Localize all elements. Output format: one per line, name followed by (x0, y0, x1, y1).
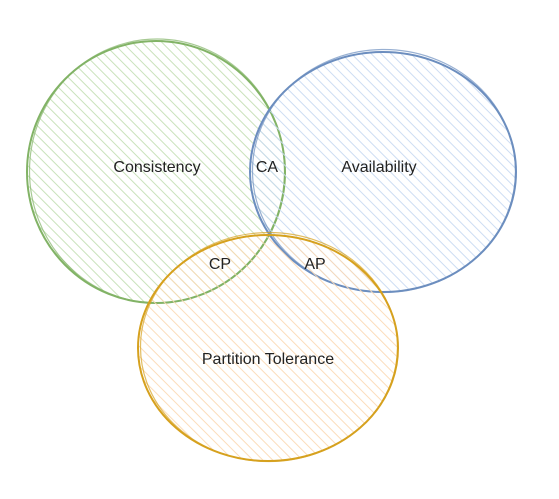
availability-label: Availability (341, 159, 416, 176)
ap-intersection-label: AP (304, 256, 325, 273)
consistency-label: Consistency (113, 159, 200, 176)
cp-intersection-label: CP (209, 256, 231, 273)
ca-intersection-label: CA (256, 159, 279, 176)
availability-circle (249, 48, 517, 294)
partition-tolerance-circle (137, 231, 399, 463)
partition-tolerance-label: Partition Tolerance (202, 351, 334, 368)
